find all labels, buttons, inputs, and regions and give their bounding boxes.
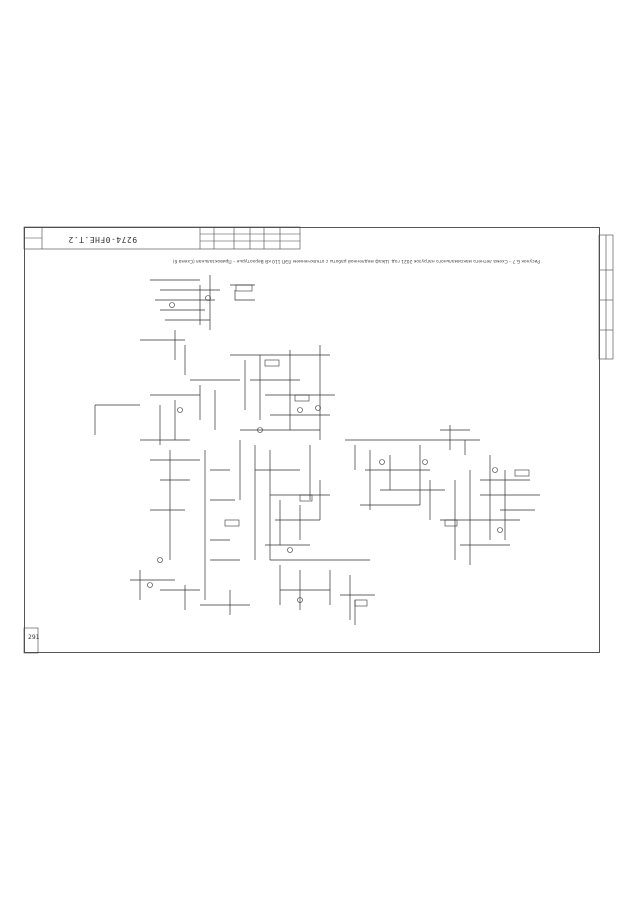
drawing-frame xyxy=(24,227,600,653)
page-number: 291 xyxy=(28,634,40,641)
network-lines xyxy=(94,275,540,625)
component-marks xyxy=(147,284,530,607)
title-block xyxy=(23,226,301,250)
